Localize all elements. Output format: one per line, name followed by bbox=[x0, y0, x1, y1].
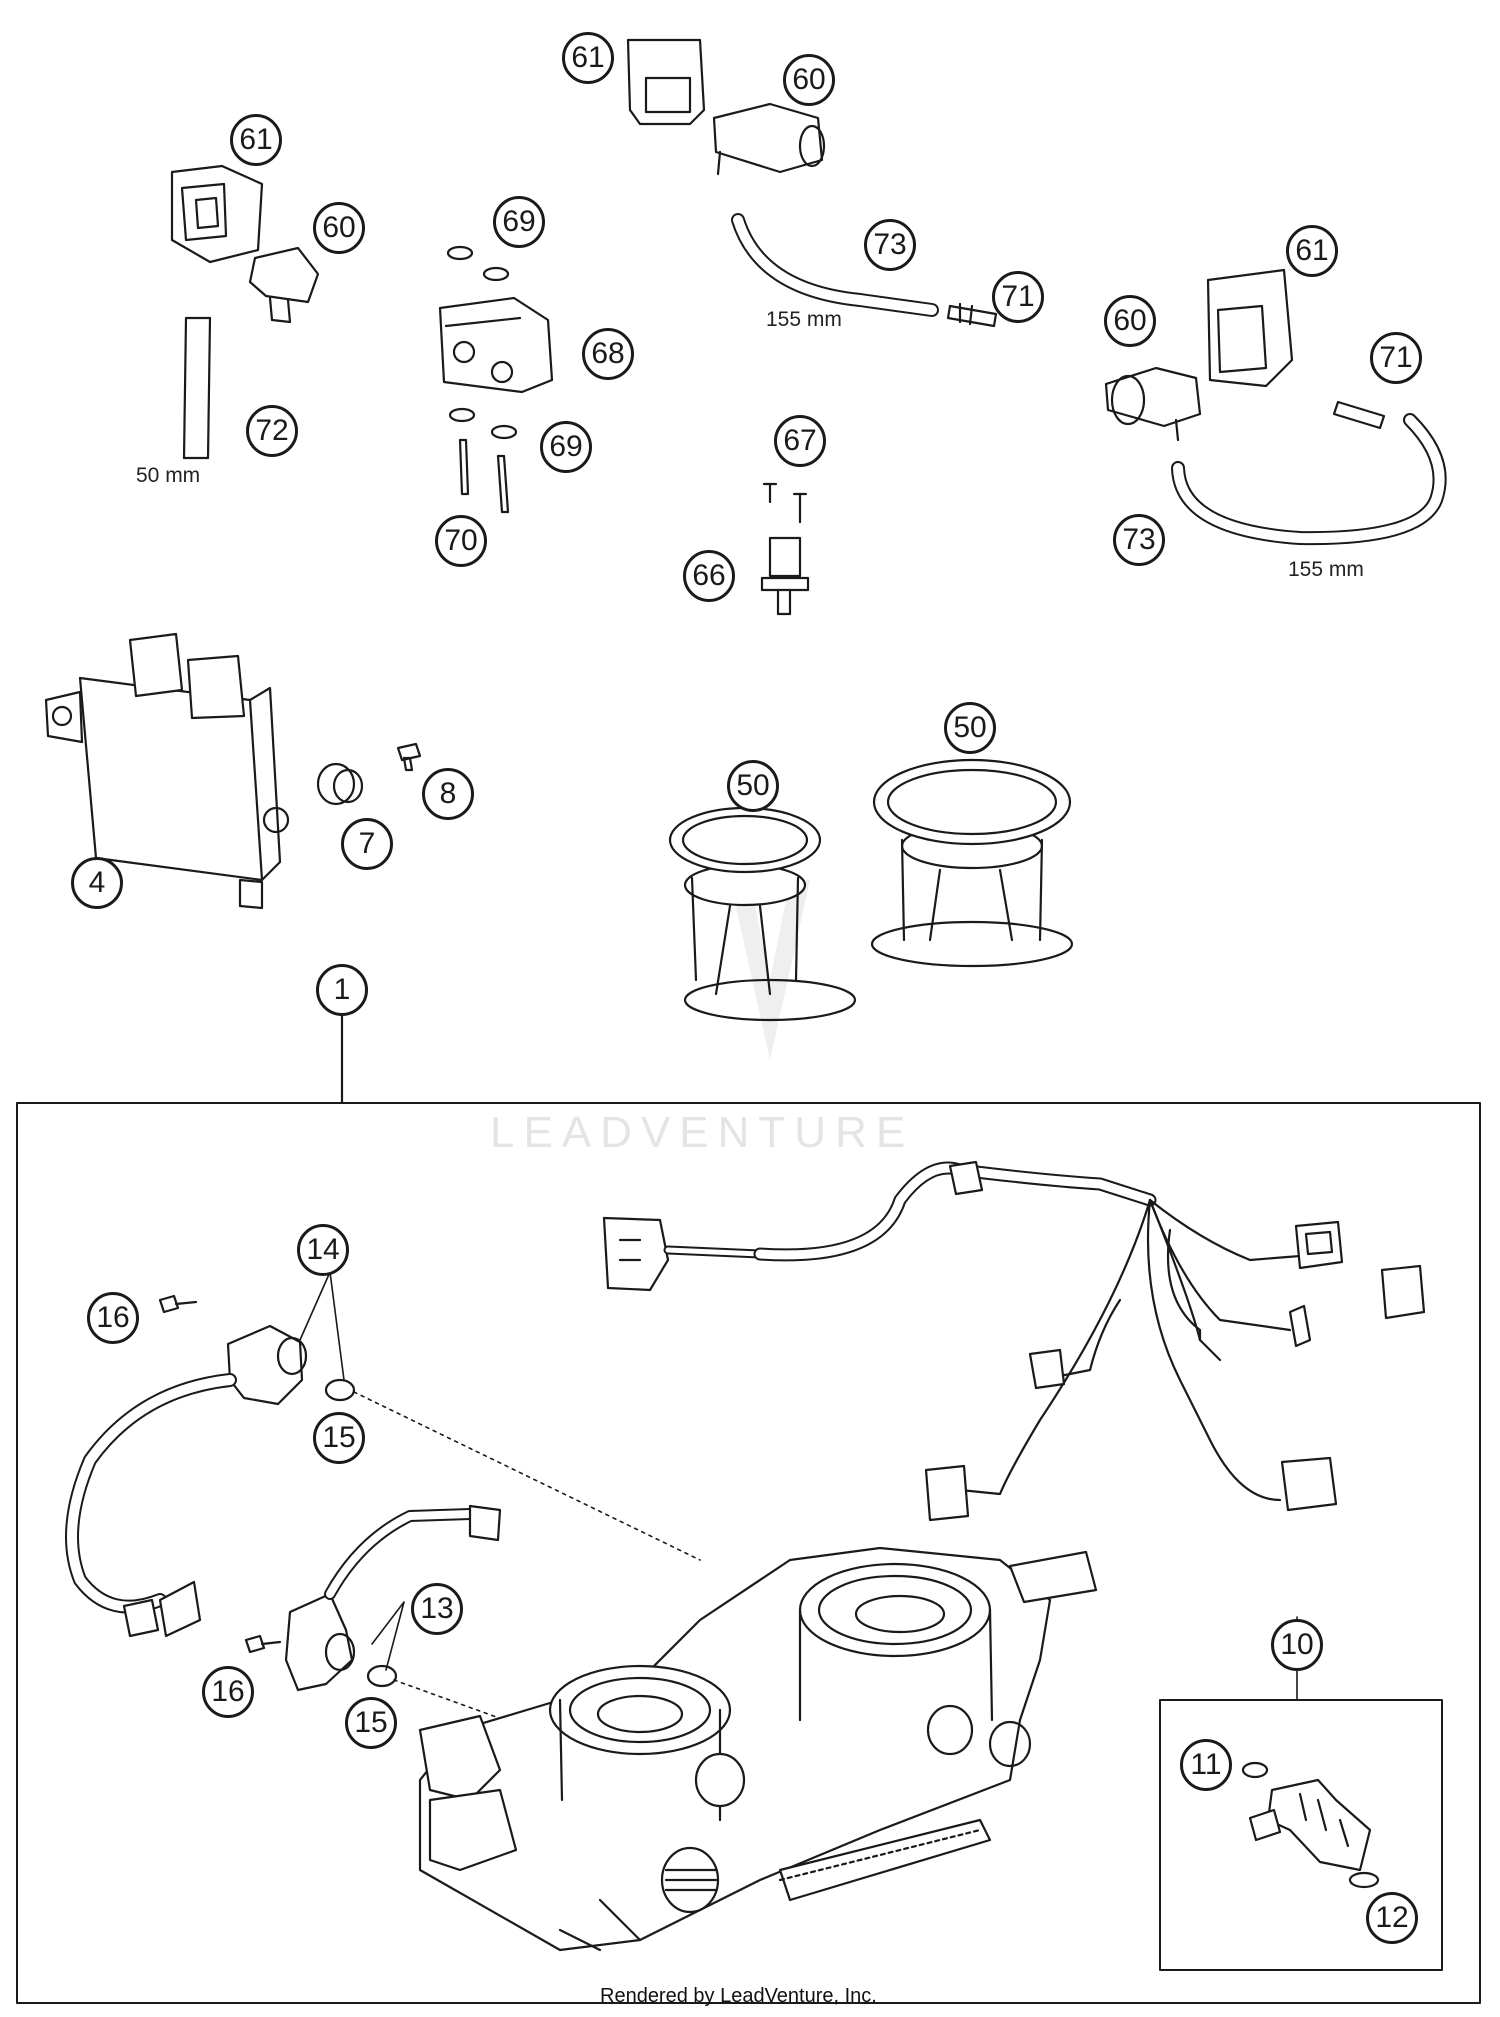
washers-69-bottom bbox=[448, 407, 518, 440]
nipple-71-top bbox=[946, 302, 998, 328]
connector-61-left bbox=[170, 164, 264, 264]
callout-15[interactable]: 15 bbox=[345, 1697, 397, 1749]
callout-70[interactable]: 70 bbox=[435, 515, 487, 567]
callout-1[interactable]: 1 bbox=[316, 964, 368, 1016]
callout-73[interactable]: 73 bbox=[864, 219, 916, 271]
watermark-text: LEADVENTURE bbox=[490, 1108, 915, 1157]
callout-50[interactable]: 50 bbox=[944, 702, 996, 754]
callout-12[interactable]: 12 bbox=[1366, 1892, 1418, 1944]
washers-69-top bbox=[446, 245, 510, 282]
callout-50[interactable]: 50 bbox=[727, 760, 779, 812]
callout-71[interactable]: 71 bbox=[1370, 332, 1422, 384]
callout-71[interactable]: 71 bbox=[992, 271, 1044, 323]
callout-15[interactable]: 15 bbox=[313, 1412, 365, 1464]
screws-67 bbox=[762, 482, 808, 524]
dimension-155mm-right: 155 mm bbox=[1288, 558, 1364, 581]
ecu-4 bbox=[44, 632, 290, 910]
screws-70 bbox=[458, 438, 510, 514]
callout-61[interactable]: 61 bbox=[1286, 225, 1338, 277]
map-sensor-60-left bbox=[248, 246, 320, 324]
map-sensor-60-top bbox=[712, 102, 826, 176]
sensor-66 bbox=[760, 536, 810, 616]
hose-73-right bbox=[1171, 413, 1447, 546]
callout-61[interactable]: 61 bbox=[230, 114, 282, 166]
callout-16[interactable]: 16 bbox=[202, 1666, 254, 1718]
bracket-68 bbox=[438, 296, 554, 394]
assembly-box-1 bbox=[16, 1014, 1481, 2004]
map-sensor-60-right bbox=[1104, 366, 1202, 442]
injector-box-10 bbox=[1159, 1699, 1443, 1971]
callout-8[interactable]: 8 bbox=[422, 768, 474, 820]
callout-61[interactable]: 61 bbox=[562, 32, 614, 84]
hose-72 bbox=[182, 316, 212, 460]
callout-67[interactable]: 67 bbox=[774, 415, 826, 467]
bolt-8 bbox=[396, 742, 422, 772]
callout-69[interactable]: 69 bbox=[540, 421, 592, 473]
sensor-13-assembly bbox=[244, 1504, 502, 1692]
hose-73-top bbox=[731, 213, 939, 317]
throttle-body bbox=[418, 1546, 1098, 1952]
callout-60[interactable]: 60 bbox=[1104, 295, 1156, 347]
air-funnel-50-right bbox=[870, 758, 1074, 968]
connector-61-right bbox=[1206, 268, 1294, 388]
nipple-71-right bbox=[1332, 400, 1386, 430]
callout-68[interactable]: 68 bbox=[582, 328, 634, 380]
sensor-14-assembly bbox=[65, 1294, 356, 1638]
dimension-50mm: 50 mm bbox=[136, 464, 201, 487]
callout-72[interactable]: 72 bbox=[246, 405, 298, 457]
connector-61-top bbox=[626, 38, 706, 126]
callout-66[interactable]: 66 bbox=[683, 550, 735, 602]
callout-11[interactable]: 11 bbox=[1180, 1739, 1232, 1791]
callout-60[interactable]: 60 bbox=[783, 54, 835, 106]
wiring-harness bbox=[602, 1160, 1426, 1522]
callout-4[interactable]: 4 bbox=[71, 857, 123, 909]
callout-10[interactable]: 10 bbox=[1271, 1619, 1323, 1671]
dimension-155mm-top: 155 mm bbox=[766, 308, 842, 331]
grommet-7 bbox=[316, 762, 364, 806]
callout-7[interactable]: 7 bbox=[341, 818, 393, 870]
callout-60[interactable]: 60 bbox=[313, 202, 365, 254]
callout-14[interactable]: 14 bbox=[297, 1224, 349, 1276]
callout-16[interactable]: 16 bbox=[87, 1292, 139, 1344]
callout-73[interactable]: 73 bbox=[1113, 514, 1165, 566]
callout-69[interactable]: 69 bbox=[493, 196, 545, 248]
callout-13[interactable]: 13 bbox=[411, 1583, 463, 1635]
footer-credit: Rendered by LeadVenture, Inc. bbox=[600, 1985, 877, 2007]
air-funnel-50-left bbox=[668, 806, 857, 1022]
